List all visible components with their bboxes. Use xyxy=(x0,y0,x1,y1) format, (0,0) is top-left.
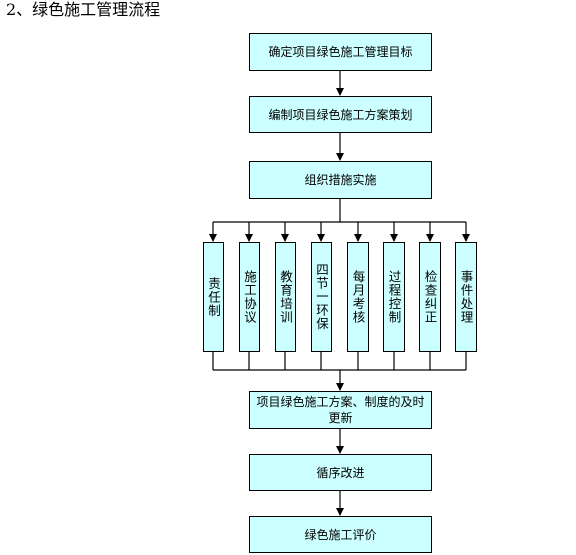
measure-construction-agreement: 施工协议 xyxy=(239,242,260,352)
measure-inspection-correction: 检查纠正 xyxy=(419,242,441,352)
measure-process-control: 过程控制 xyxy=(383,242,405,352)
measure-incident-handling: 事件处理 xyxy=(455,242,477,352)
step-update: 项目绿色施工方案、制度的及时更新 xyxy=(249,391,432,429)
measure-four-savings: 四节一环保 xyxy=(311,242,332,352)
section-heading: 2、绿色施工管理流程 xyxy=(6,0,161,19)
step-improve: 循序改进 xyxy=(249,454,432,491)
measure-responsibility: 责任制 xyxy=(203,242,224,352)
step-plan: 编制项目绿色施工方案策划 xyxy=(249,96,432,133)
step-evaluate: 绿色施工评价 xyxy=(249,516,432,553)
measure-monthly-assessment: 每月考核 xyxy=(347,242,369,352)
measure-training: 教育培训 xyxy=(275,242,296,352)
step-set-goals: 确定项目绿色施工管理目标 xyxy=(249,33,432,71)
step-implement: 组织措施实施 xyxy=(249,161,432,199)
